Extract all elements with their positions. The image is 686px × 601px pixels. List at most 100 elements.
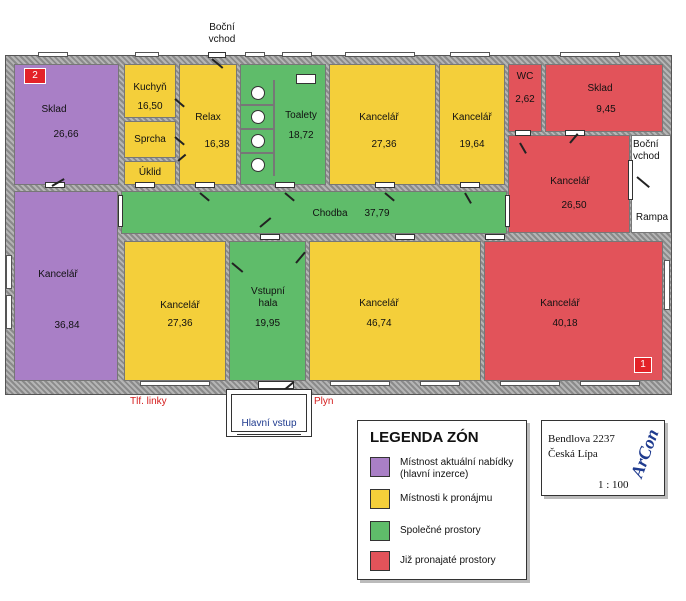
- room-kancelar-g[interactable]: [484, 241, 663, 381]
- room-chodba[interactable]: [121, 191, 507, 234]
- window: [420, 381, 460, 386]
- room-sklad-right[interactable]: [545, 64, 663, 132]
- window: [6, 295, 12, 329]
- room-area: 46,74: [366, 318, 392, 329]
- window: [500, 381, 560, 386]
- room-name: Toalety: [285, 110, 317, 121]
- room-name: Relax: [195, 112, 221, 123]
- room-area: 37,79: [364, 208, 390, 219]
- door[interactable]: [135, 182, 155, 188]
- door[interactable]: [505, 195, 510, 227]
- window: [135, 52, 159, 57]
- toilet-icon: [251, 86, 265, 100]
- room-name: Vstupní hala: [251, 286, 285, 309]
- legend-item: Již pronajaté prostory: [400, 555, 496, 566]
- phone-lines-label: Tlf. linky: [130, 396, 167, 407]
- room-name: Úklid: [138, 167, 162, 178]
- door[interactable]: [628, 160, 633, 200]
- zone-badge-1: 1: [634, 357, 652, 373]
- legend-swatch-purple: [370, 457, 390, 477]
- window: [245, 52, 265, 57]
- gas-label: Plyn: [314, 396, 334, 407]
- room-area: 16,38: [204, 139, 230, 150]
- room-name: Sprcha: [134, 134, 166, 145]
- room-area: 16,50: [137, 101, 163, 112]
- legend-item: Místnost aktuální nabídky (hlavní inzerc…: [400, 457, 514, 480]
- room-vstupni-hala[interactable]: [229, 241, 306, 381]
- main-entrance-door[interactable]: [258, 381, 294, 389]
- scale-text: 1 : 100: [598, 479, 629, 491]
- door[interactable]: [515, 130, 531, 136]
- room-name: Kancelář: [540, 298, 580, 309]
- room-kancelar-d[interactable]: [14, 191, 118, 381]
- legend-swatch-yellow: [370, 489, 390, 509]
- city-text: Česká Lípa: [548, 448, 598, 460]
- door[interactable]: [275, 182, 295, 188]
- legend-item: Společné prostory: [400, 525, 481, 536]
- toilet-icon: [251, 158, 265, 172]
- ramp-label: Rampa: [635, 212, 669, 223]
- window: [330, 381, 390, 386]
- arcon-logo: ArCon: [626, 426, 663, 481]
- toilet-icon: [251, 110, 265, 124]
- room-name: Kancelář: [359, 112, 399, 123]
- info-box: Bendlova 2237 Česká Lípa 1 : 100 ArCon: [541, 420, 665, 496]
- window: [580, 381, 640, 386]
- window: [6, 255, 12, 289]
- door[interactable]: [395, 234, 415, 240]
- main-entrance-label: Hlavní vstup: [241, 418, 297, 429]
- room-name: Kuchyň: [133, 82, 167, 93]
- door[interactable]: [208, 52, 226, 58]
- room-kancelar-e[interactable]: [124, 241, 226, 381]
- room-area: 18,72: [288, 130, 314, 141]
- room-name: Kancelář: [359, 298, 399, 309]
- room-area: 2,62: [515, 94, 535, 105]
- room-area: 19,95: [254, 318, 281, 329]
- room-wc[interactable]: [508, 64, 542, 132]
- entrance-steps: [226, 389, 312, 437]
- sink-icon: [296, 74, 316, 84]
- room-area: 40,18: [552, 318, 578, 329]
- room-kuchyn[interactable]: [124, 64, 176, 118]
- window: [560, 52, 620, 57]
- legend-title: LEGENDA ZÓN: [370, 429, 479, 446]
- room-sprcha[interactable]: [124, 121, 176, 158]
- room-kancelar-f[interactable]: [309, 241, 481, 381]
- room-kancelar-b[interactable]: [439, 64, 505, 185]
- window: [345, 52, 415, 57]
- room-area: 36,84: [54, 320, 80, 331]
- door[interactable]: [375, 182, 395, 188]
- address-text: Bendlova 2237: [548, 433, 615, 445]
- room-relax[interactable]: [179, 64, 237, 185]
- window: [38, 52, 68, 57]
- door[interactable]: [118, 195, 123, 227]
- room-name: Chodba: [312, 208, 348, 219]
- room-name: WC: [516, 71, 534, 82]
- room-area: 26,66: [53, 129, 79, 140]
- room-sklad-left[interactable]: [14, 64, 119, 185]
- room-name: Sklad: [587, 83, 613, 94]
- zone-badge-2: 2: [24, 68, 46, 84]
- legend: LEGENDA ZÓN Místnost aktuální nabídky (h…: [357, 420, 527, 580]
- room-kancelar-a[interactable]: [329, 64, 436, 185]
- door[interactable]: [195, 182, 215, 188]
- side-entrance-label: Boční vchod: [208, 22, 236, 45]
- room-area: 19,64: [459, 139, 485, 150]
- room-area: 27,36: [371, 139, 397, 150]
- window: [282, 52, 312, 57]
- room-name: Kancelář: [550, 176, 590, 187]
- legend-swatch-red: [370, 551, 390, 571]
- door[interactable]: [460, 182, 480, 188]
- legend-swatch-green: [370, 521, 390, 541]
- room-area: 27,36: [167, 318, 193, 329]
- room-area: 26,50: [561, 200, 587, 211]
- room-name: Kancelář: [452, 112, 492, 123]
- toilet-stalls: [241, 80, 275, 180]
- room-area: 9,45: [596, 104, 616, 115]
- window: [664, 260, 670, 310]
- room-name: Kancelář: [38, 269, 78, 280]
- door[interactable]: [260, 234, 280, 240]
- toilet-icon: [251, 134, 265, 148]
- room-name: Kancelář: [160, 300, 200, 311]
- door[interactable]: [485, 234, 505, 240]
